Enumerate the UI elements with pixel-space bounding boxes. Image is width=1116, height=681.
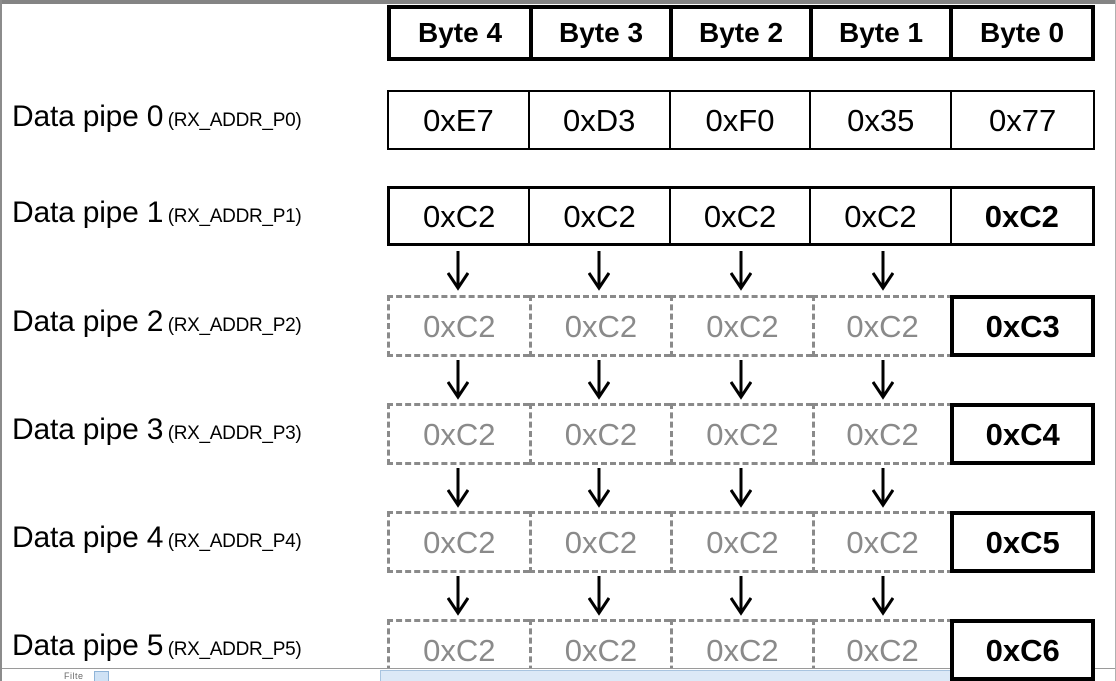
byte-cell: 0xC2	[811, 189, 952, 243]
byte-cell: 0xC2	[530, 189, 671, 243]
byte-cell-own: 0xC3	[950, 295, 1095, 357]
byte-cell-inherited: 0xC2	[387, 403, 529, 465]
byte-cell-own: 0xC4	[950, 403, 1095, 465]
arrow-down-icon	[730, 468, 752, 508]
row-label-main: Data pipe 3	[12, 413, 164, 446]
row-label-main: Data pipe 0	[12, 100, 164, 133]
row-label-data-pipe-3: Data pipe 3 (RX_ADDR_P3)	[12, 413, 382, 447]
arrow-down-icon	[588, 468, 611, 508]
byte-cell: 0xC2	[984, 198, 1059, 234]
byte-header-row: Byte 4 Byte 3 Byte 2 Byte 1 Byte 0	[387, 5, 1095, 61]
table-row-data-pipe-3: 0xC2 0xC2 0xC2 0xC2 0xC4	[387, 403, 1095, 465]
byte-cell-inherited: 0xC2	[387, 511, 529, 573]
table-row-data-pipe-2: 0xC2 0xC2 0xC2 0xC2 0xC3	[387, 295, 1095, 357]
column-header-byte-0: Byte 0	[951, 9, 1091, 57]
row-label-data-pipe-1: Data pipe 1 (RX_ADDR_P1)	[12, 196, 382, 230]
row-label-main: Data pipe 2	[12, 305, 164, 338]
arrow-down-icon	[871, 360, 894, 400]
table-row-data-pipe-0: 0xE7 0xD3 0xF0 0x35 0x77	[387, 90, 1095, 150]
bottom-input-field[interactable]	[380, 670, 1022, 681]
filter-swatch[interactable]	[94, 671, 109, 681]
byte-cell-inherited: 0xC2	[670, 295, 812, 357]
row-label-data-pipe-4: Data pipe 4 (RX_ADDR_P4)	[12, 521, 382, 555]
byte-cell-inherited: 0xC2	[387, 295, 529, 357]
window-chrome-top-strip	[2, 0, 1115, 4]
byte-cell: 0xE7	[389, 92, 530, 148]
row-label-register: (RX_ADDR_P0)	[167, 110, 302, 131]
row-label-register: (RX_ADDR_P2)	[167, 315, 302, 336]
arrow-down-icon	[588, 576, 611, 616]
byte-cell-inherited: 0xC2	[670, 403, 812, 465]
arrow-down-icon	[588, 251, 611, 291]
arrow-down-icon	[446, 468, 469, 508]
row-label-register: (RX_ADDR_P3)	[167, 423, 302, 444]
byte-cell-inherited: 0xC2	[670, 511, 812, 573]
row-label-data-pipe-2: Data pipe 2 (RX_ADDR_P2)	[12, 305, 382, 339]
arrow-down-icon	[446, 576, 469, 616]
byte-cell: 0x35	[811, 92, 953, 148]
byte-cell-inherited: 0xC2	[528, 511, 671, 573]
window-chrome-bottom-strip: Filte	[2, 668, 1115, 681]
arrow-down-icon	[588, 360, 611, 400]
row-label-register: (RX_ADDR_P5)	[167, 639, 302, 660]
byte-cell-inherited: 0xC2	[811, 403, 954, 465]
arrow-down-icon	[871, 468, 894, 508]
arrow-down-icon	[730, 360, 752, 400]
arrow-down-icon	[446, 251, 469, 291]
row-label-main: Data pipe 1	[12, 196, 164, 229]
byte-cell: 0xD3	[530, 92, 671, 148]
row-label-register: (RX_ADDR_P4)	[167, 531, 302, 552]
column-header-byte-2: Byte 2	[671, 9, 811, 57]
row-label-main: Data pipe 5	[12, 629, 164, 662]
byte-cell: 0xC2	[390, 189, 531, 243]
byte-cell-inherited: 0xC2	[811, 511, 954, 573]
arrow-down-icon	[730, 251, 752, 291]
row-label-register: (RX_ADDR_P1)	[167, 206, 302, 227]
byte-cell: 0x77	[988, 102, 1057, 138]
byte-cell-inherited: 0xC2	[528, 403, 671, 465]
filter-label: Filte	[64, 671, 84, 681]
row-label-data-pipe-0: Data pipe 0 (RX_ADDR_P0)	[12, 100, 382, 134]
arrow-down-icon	[730, 576, 752, 616]
byte-cell-inherited: 0xC2	[528, 295, 671, 357]
arrow-down-icon	[871, 576, 894, 616]
row-label-main: Data pipe 4	[12, 521, 164, 554]
column-header-byte-3: Byte 3	[531, 9, 671, 57]
byte-cell-inherited: 0xC2	[811, 295, 954, 357]
arrow-down-icon	[446, 360, 469, 400]
byte-cell-own: 0xC6	[950, 619, 1095, 681]
column-header-byte-1: Byte 1	[811, 9, 951, 57]
column-header-byte-4: Byte 4	[391, 9, 531, 57]
byte-cell: 0xF0	[671, 92, 812, 148]
table-row-data-pipe-1: 0xC2 0xC2 0xC2 0xC2 0xC2	[387, 186, 1095, 246]
table-row-data-pipe-4: 0xC2 0xC2 0xC2 0xC2 0xC5	[387, 511, 1095, 573]
byte-cell: 0xC2	[671, 189, 812, 243]
byte-cell-own: 0xC5	[950, 511, 1095, 573]
row-label-data-pipe-5: Data pipe 5 (RX_ADDR_P5)	[12, 629, 382, 663]
arrow-down-icon	[871, 251, 894, 291]
